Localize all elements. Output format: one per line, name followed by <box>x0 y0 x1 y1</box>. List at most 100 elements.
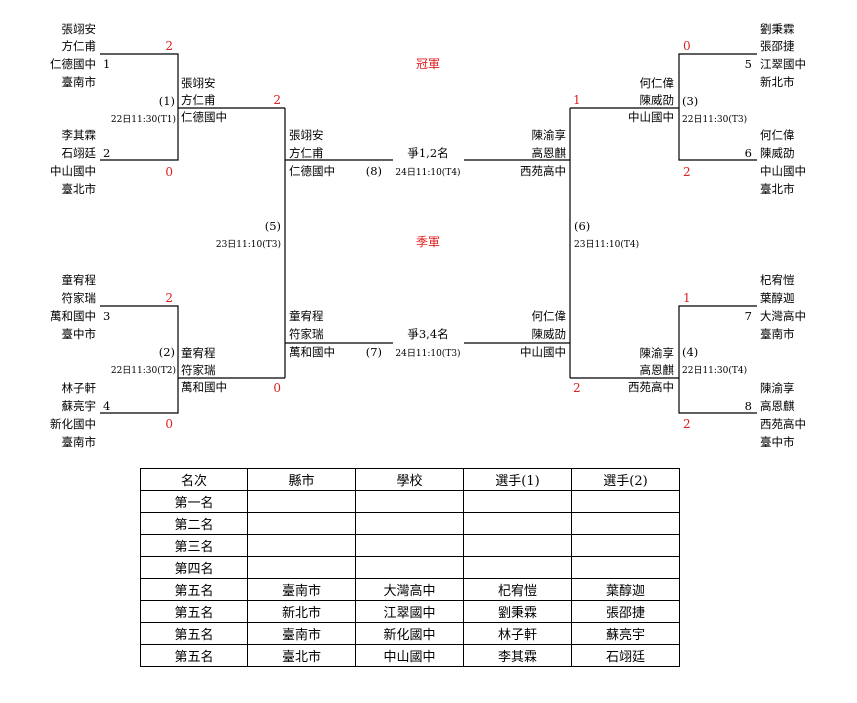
entrant-school: 中山國中 <box>50 164 96 178</box>
player2-cell: 葉醇迦 <box>571 578 680 601</box>
entrant-seed: 8 <box>745 399 752 413</box>
results-table: 名次 縣市 學校 選手(1) 選手(2) 第一名 第二名 第三名 <box>140 468 680 667</box>
score: 2 <box>683 165 691 179</box>
entrant-seed: 2 <box>103 146 110 160</box>
school-cell <box>355 512 464 535</box>
rank-cell: 第二名 <box>140 512 248 535</box>
match-2: 2 0 (2) 22日11:30(T2) 童宥程 符家瑞 萬和國中 0 <box>111 291 281 431</box>
entrant-2: 李其霖 石翊廷 2 中山國中 臺北市 <box>50 128 110 196</box>
score: 2 <box>683 417 691 431</box>
entrant-city: 臺北市 <box>760 182 795 196</box>
player2-cell: 張邵捷 <box>571 600 680 623</box>
entrant-player1: 童宥程 <box>62 273 97 287</box>
bracket-diagram: 冠軍 季軍 張翊安 方仁甫 仁德國中 1 臺南市 李其霖 石翊廷 2 中山國中 … <box>50 22 806 449</box>
table-row: 第二名 <box>140 512 680 535</box>
entrant-city: 臺南市 <box>62 435 97 449</box>
entrant-player1: 陳渝享 <box>760 381 795 395</box>
champion-heading: 冠軍 <box>416 57 440 71</box>
entrant-school: 新化國中 <box>50 417 96 431</box>
header-city: 縣市 <box>247 468 356 491</box>
header-player-2: 選手(2) <box>571 468 680 491</box>
table-row: 第五名 臺南市 新化國中 林子軒 蘇亮宇 <box>140 622 680 645</box>
match-time: 24日11:10(T3) <box>395 348 460 359</box>
player2-cell: 蘇亮宇 <box>571 622 680 645</box>
entrant-seed: 6 <box>745 146 752 160</box>
city-cell: 臺南市 <box>247 578 356 601</box>
entrant-school: 西苑高中 <box>760 417 806 431</box>
winner-player1: 陳渝享 <box>532 128 567 142</box>
entrant-city: 新北市 <box>760 75 795 89</box>
score: 0 <box>273 381 281 395</box>
city-cell <box>247 556 356 579</box>
player1-cell: 杞宥愷 <box>463 578 572 601</box>
match-number: (2) <box>159 345 175 359</box>
winner-school: 西苑高中 <box>520 164 566 178</box>
table-row: 第四名 <box>140 556 680 579</box>
match-time: 23日11:10(T3) <box>216 239 281 250</box>
table-row: 第五名 新北市 江翠國中 劉秉霖 張邵捷 <box>140 600 680 623</box>
third-place-heading: 季軍 <box>416 235 440 249</box>
winner-player2: 高恩麒 <box>532 146 567 160</box>
bracket-lines-right <box>464 53 757 414</box>
city-cell: 臺北市 <box>247 644 356 667</box>
entrant-school: 萬和國中 <box>50 309 96 323</box>
tournament-bracket: 冠軍 季軍 張翊安 方仁甫 仁德國中 1 臺南市 李其霖 石翊廷 2 中山國中 … <box>50 22 806 449</box>
winner-school: 中山國中 <box>628 110 674 124</box>
city-cell: 臺南市 <box>247 622 356 645</box>
match-4: 1 2 (4) 22日11:30(T4) 陳渝享 高恩麒 西苑高中 2 <box>573 291 747 431</box>
winner-school: 仁德國中 <box>289 164 335 178</box>
entrant-seed: 5 <box>745 57 752 71</box>
city-cell <box>247 490 356 513</box>
match-number: (3) <box>682 94 698 108</box>
entrant-player1: 童宥程 <box>289 309 324 323</box>
entrant-city: 臺南市 <box>760 327 795 341</box>
match-number: (8) <box>366 164 382 178</box>
entrant-school: 中山國中 <box>520 345 566 359</box>
match-time: 22日11:30(T1) <box>111 114 176 125</box>
entrant-seed: 1 <box>103 57 110 71</box>
match-3: 0 2 (3) 22日11:30(T3) 何仁偉 陳威劭 中山國中 1 <box>573 39 747 179</box>
score: 1 <box>573 93 581 107</box>
entrant-seed: 4 <box>103 399 110 413</box>
score: 0 <box>165 165 173 179</box>
match-number: (4) <box>682 345 698 359</box>
match-8-final: 爭1,2名 24日11:10(T4) (8) <box>366 146 461 178</box>
rank-cell: 第五名 <box>140 600 248 623</box>
entrant-seed: 7 <box>745 309 752 323</box>
final-label: 爭1,2名 <box>407 146 448 160</box>
city-cell: 新北市 <box>247 600 356 623</box>
entrant-player2: 方仁甫 <box>62 39 97 53</box>
winner-school: 仁德國中 <box>181 110 227 124</box>
winner-player2: 陳威劭 <box>640 93 675 107</box>
entrant-school: 江翠國中 <box>760 57 806 71</box>
header-player-1: 選手(1) <box>463 468 572 491</box>
player1-cell: 劉秉霖 <box>463 600 572 623</box>
winner-school: 西苑高中 <box>628 380 674 394</box>
player2-cell <box>571 534 680 557</box>
rank-cell: 第三名 <box>140 534 248 557</box>
rank-cell: 第四名 <box>140 556 248 579</box>
player2-cell <box>571 512 680 535</box>
table-row: 第三名 <box>140 534 680 557</box>
rank-cell: 第五名 <box>140 622 248 645</box>
entrant-city: 臺北市 <box>62 182 97 196</box>
match-time: 22日11:30(T3) <box>682 114 747 125</box>
match-time: 22日11:30(T4) <box>682 365 747 376</box>
entrant-7: 杞宥愷 葉醇迦 7 大灣高中 臺南市 <box>745 273 806 341</box>
entrant-8: 陳渝享 8 高恩麒 西苑高中 臺中市 <box>745 381 806 449</box>
entrant-5: 劉秉霖 張邵捷 5 江翠國中 新北市 <box>745 22 806 89</box>
score: 0 <box>165 417 173 431</box>
winner-player1: 張翊安 <box>289 128 324 142</box>
match-number: (7) <box>366 345 382 359</box>
entrant-school: 萬和國中 <box>289 345 335 359</box>
entrant-school: 中山國中 <box>760 164 806 178</box>
entrant-6: 何仁偉 6 陳威劭 中山國中 臺北市 <box>745 128 806 196</box>
player1-cell <box>463 490 572 513</box>
entrant-player2: 蘇亮宇 <box>62 399 97 413</box>
city-cell <box>247 534 356 557</box>
match-6: 陳渝享 高恩麒 西苑高中 (6) 23日11:10(T4) <box>520 128 639 250</box>
school-cell: 江翠國中 <box>355 600 464 623</box>
match-number: (5) <box>265 219 281 233</box>
table-row: 第一名 <box>140 490 680 513</box>
player1-cell <box>463 512 572 535</box>
